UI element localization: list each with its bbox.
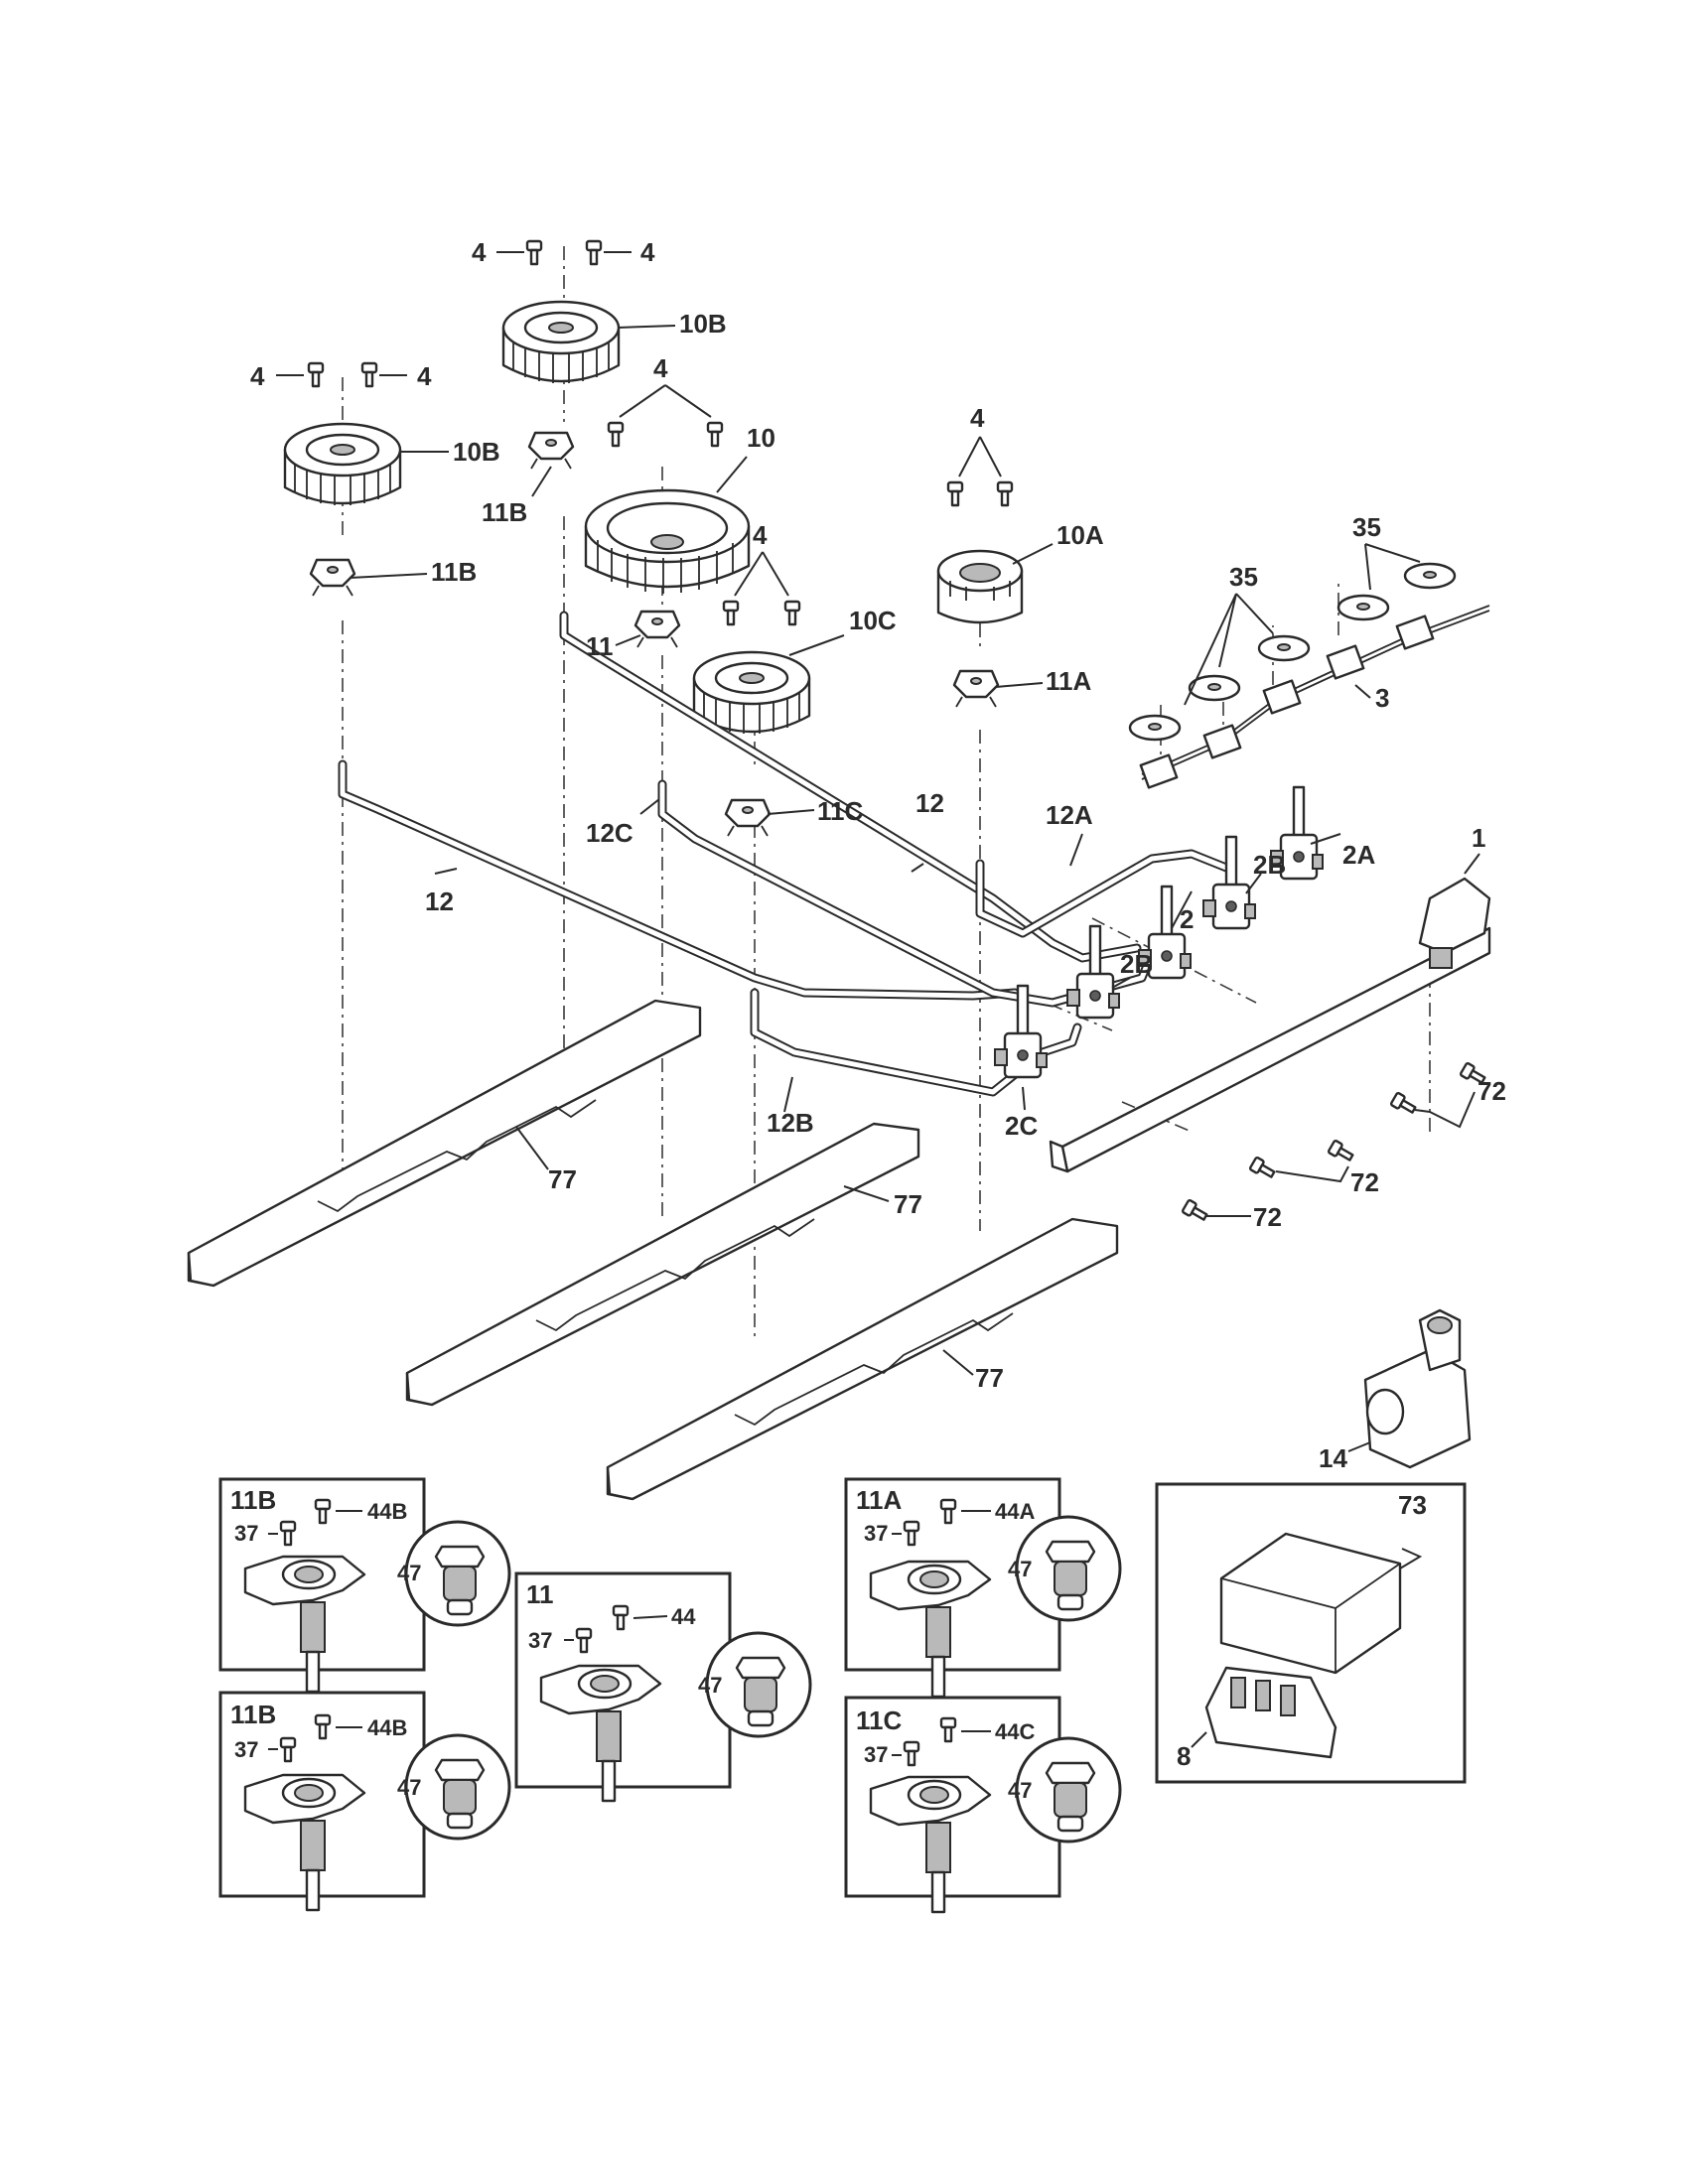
callout-4: 4 bbox=[250, 361, 265, 391]
callout-8: 8 bbox=[1177, 1741, 1191, 1771]
callout-35: 35 bbox=[1352, 512, 1381, 542]
gas-tube-12-mid bbox=[559, 611, 1142, 963]
detail-screw-label: 37 bbox=[864, 1742, 888, 1767]
callout-11b: 11B bbox=[482, 497, 527, 527]
gas-tube-12-left bbox=[338, 759, 1020, 1001]
callout-3: 3 bbox=[1375, 683, 1389, 713]
callout-14: 14 bbox=[1319, 1443, 1347, 1473]
callout-10: 10 bbox=[747, 423, 775, 453]
detail-screw-label: 37 bbox=[528, 1628, 552, 1653]
spark-module-cover-73 bbox=[1219, 1532, 1423, 1675]
callout-12c: 12C bbox=[586, 818, 633, 848]
detail-spare-label: 47 bbox=[397, 1561, 421, 1585]
detail-title: 11B bbox=[230, 1485, 276, 1515]
detail-spare-label: 47 bbox=[397, 1775, 421, 1800]
callout-2c: 2C bbox=[1005, 1111, 1038, 1141]
detail-screw-label: 37 bbox=[234, 1737, 258, 1762]
callout-12: 12 bbox=[915, 788, 944, 818]
callout-11c: 11C bbox=[817, 796, 863, 826]
callout-10c: 10C bbox=[849, 606, 897, 635]
callout-11: 11 bbox=[586, 631, 614, 661]
callout-10b: 10B bbox=[453, 437, 500, 467]
callout-4: 4 bbox=[417, 361, 432, 391]
detail-title: 11B bbox=[230, 1700, 276, 1729]
burner-rail-77-bottom bbox=[606, 1217, 1119, 1501]
callout-10a: 10A bbox=[1056, 520, 1104, 550]
detail-box-11b-bottom bbox=[218, 1691, 511, 1912]
callout-4: 4 bbox=[753, 520, 768, 550]
gas-tube-12c bbox=[657, 779, 1157, 1008]
callout-73: 73 bbox=[1398, 1490, 1427, 1520]
gas-tube-12b bbox=[750, 988, 1082, 1097]
burner-rail-77-middle bbox=[405, 1122, 920, 1407]
callout-4: 4 bbox=[970, 403, 985, 433]
detail-spare-label: 47 bbox=[1008, 1557, 1032, 1581]
detail-orifice-label: 44C bbox=[995, 1719, 1035, 1744]
detail-box-11c bbox=[844, 1696, 1122, 1914]
detail-box-11b-top bbox=[218, 1477, 511, 1694]
burner-rail-77-top bbox=[187, 999, 702, 1288]
callout-72: 72 bbox=[1253, 1202, 1282, 1232]
callout-77: 77 bbox=[894, 1189, 922, 1219]
detail-spare-label: 47 bbox=[698, 1673, 722, 1698]
callout-72: 72 bbox=[1477, 1076, 1506, 1106]
detail-title: 11C bbox=[856, 1706, 902, 1735]
callout-11b: 11B bbox=[431, 557, 477, 587]
callout-4: 4 bbox=[472, 237, 487, 267]
callout-1: 1 bbox=[1472, 823, 1485, 853]
callout-2: 2 bbox=[1180, 904, 1194, 934]
gas-tube-12a bbox=[975, 849, 1236, 938]
detail-title: 11 bbox=[526, 1579, 554, 1609]
callout-4: 4 bbox=[653, 353, 668, 383]
detail-orifice-label: 44 bbox=[671, 1604, 696, 1629]
callout-77: 77 bbox=[548, 1164, 577, 1194]
callout-72: 72 bbox=[1350, 1167, 1379, 1197]
pressure-regulator-14 bbox=[1347, 1308, 1472, 1469]
callout-77: 77 bbox=[975, 1363, 1004, 1393]
callout-2b: 2B bbox=[1120, 949, 1153, 979]
callout-35: 35 bbox=[1229, 562, 1258, 592]
spark-module-8 bbox=[1191, 1666, 1337, 1759]
detail-box-11a bbox=[844, 1477, 1122, 1699]
detail-orifice-label: 44A bbox=[995, 1499, 1035, 1524]
detail-screw-label: 37 bbox=[864, 1521, 888, 1546]
callout-2b: 2B bbox=[1253, 850, 1286, 880]
detail-title: 11A bbox=[856, 1485, 902, 1515]
detail-spare-label: 47 bbox=[1008, 1778, 1032, 1803]
detail-orifice-label: 44B bbox=[367, 1499, 407, 1524]
callout-2a: 2A bbox=[1342, 840, 1375, 870]
detail-screw-label: 37 bbox=[234, 1521, 258, 1546]
detail-box-11 bbox=[514, 1571, 812, 1803]
callout-12a: 12A bbox=[1046, 800, 1093, 830]
callout-10b: 10B bbox=[679, 309, 727, 339]
detail-orifice-label: 44B bbox=[367, 1715, 407, 1740]
callout-4: 4 bbox=[640, 237, 655, 267]
gas-manifold-1 bbox=[1049, 853, 1491, 1173]
callout-12b: 12B bbox=[767, 1108, 814, 1138]
callout-labels: 4 4 4 4 4 4 4 10B 10B 10 10A 10C 11B 11B… bbox=[250, 237, 1506, 1771]
screw-4-top-right bbox=[585, 239, 632, 266]
callout-11a: 11A bbox=[1046, 666, 1091, 696]
screw-4-top-left bbox=[496, 239, 543, 266]
callout-12: 12 bbox=[425, 887, 454, 916]
